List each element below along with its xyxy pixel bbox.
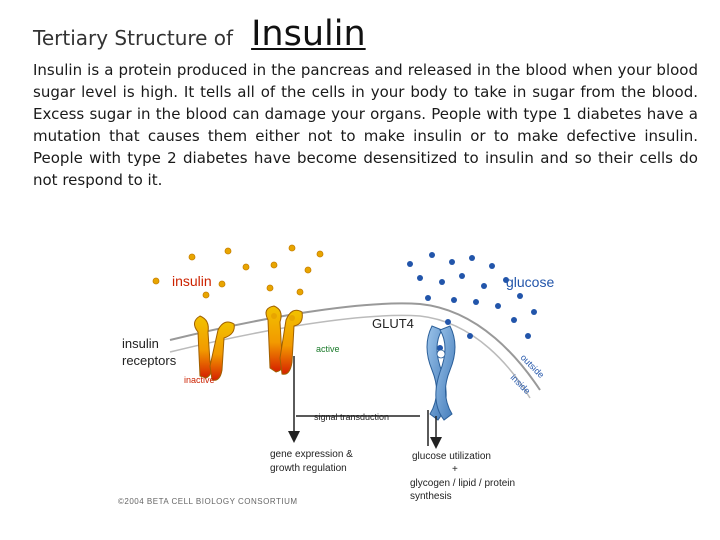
cell-membrane bbox=[169, 302, 541, 391]
cell-membrane-inner bbox=[169, 314, 531, 399]
label-glucose: glucose bbox=[506, 274, 554, 290]
body-paragraph: Insulin is a protein produced in the pan… bbox=[33, 61, 698, 189]
diagram-svg: insulin glucose insulin receptors GLUT4 … bbox=[118, 244, 554, 506]
label-glut4: GLUT4 bbox=[372, 316, 414, 331]
title-main: Insulin bbox=[251, 14, 366, 54]
label-glucose-util: glucose utilization bbox=[412, 451, 491, 462]
label-gene-1: gene expression & bbox=[270, 449, 353, 460]
label-inside: inside bbox=[509, 372, 533, 396]
label-receptors-1: insulin bbox=[122, 336, 159, 351]
glucose-molecules bbox=[407, 252, 537, 351]
insulin-molecules bbox=[152, 244, 324, 299]
glut4-transporter bbox=[426, 325, 456, 421]
label-glycogen-2: synthesis bbox=[410, 491, 452, 502]
label-active: active bbox=[316, 344, 340, 354]
receptor-active bbox=[265, 305, 303, 375]
label-glycogen-1: glycogen / lipid / protein bbox=[410, 478, 515, 489]
slide-title: Tertiary Structure of Insulin bbox=[33, 14, 366, 54]
label-plus: + bbox=[452, 464, 458, 475]
label-copyright: ©2004 BETA CELL BIOLOGY CONSORTIUM bbox=[118, 497, 298, 506]
title-prefix: Tertiary Structure of bbox=[33, 26, 234, 50]
label-inactive: inactive bbox=[184, 375, 215, 385]
label-signal: signal transduction bbox=[314, 412, 389, 422]
receptor-inactive bbox=[194, 315, 235, 381]
label-receptors-2: receptors bbox=[122, 353, 177, 368]
label-gene-2: growth regulation bbox=[270, 463, 347, 474]
insulin-signaling-diagram: insulin glucose insulin receptors GLUT4 … bbox=[110, 240, 570, 510]
label-insulin: insulin bbox=[172, 273, 212, 289]
